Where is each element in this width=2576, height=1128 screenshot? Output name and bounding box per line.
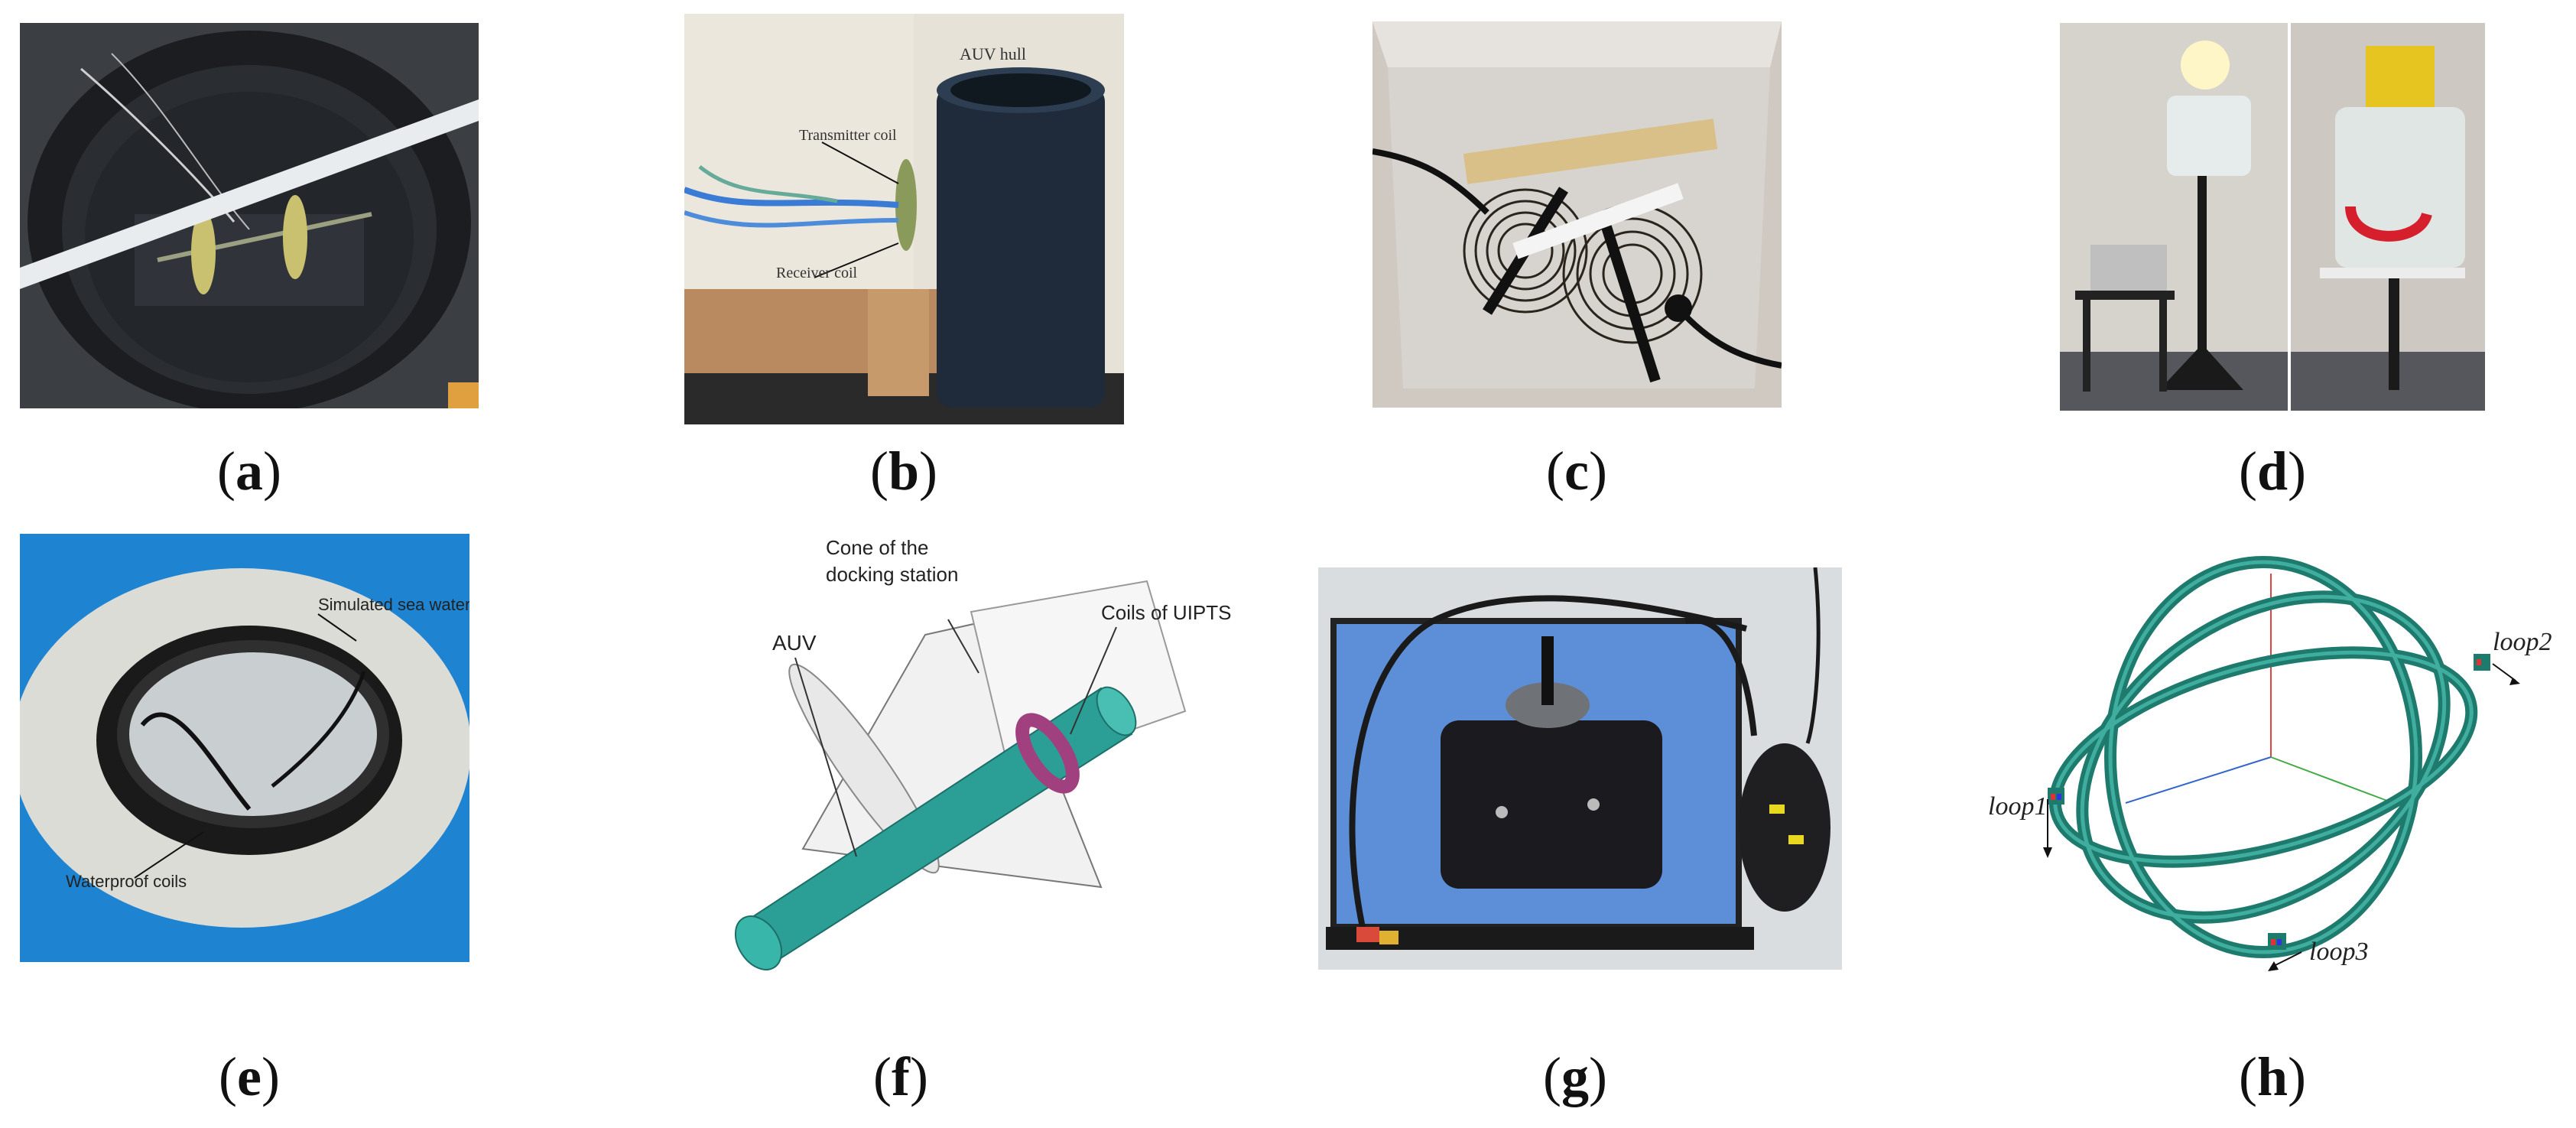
caption-c: (c) bbox=[1546, 440, 1607, 502]
photo-d-lamp-stand-setup bbox=[2060, 23, 2485, 411]
caption-g: (g) bbox=[1543, 1046, 1607, 1107]
caption-d: (d) bbox=[2238, 440, 2306, 502]
photo-c-graphic bbox=[1372, 21, 1782, 408]
cone-label-line1: Cone of the bbox=[826, 536, 928, 559]
photo-a-graphic bbox=[20, 23, 479, 408]
transmitter-coil-label: Transmitter coil bbox=[799, 127, 897, 144]
photo-e-graphic: Simulated sea water Waterproof coils bbox=[20, 534, 469, 962]
uipts-coils-label: Coils of UIPTS bbox=[1101, 601, 1232, 624]
cone-label-line2: docking station bbox=[826, 563, 958, 586]
photo-e-waterproof-coils: Simulated sea water Waterproof coils bbox=[20, 534, 469, 962]
loop2-label: loop2 bbox=[2493, 628, 2552, 656]
auv-label: AUV bbox=[772, 631, 817, 655]
caption-h: (h) bbox=[2238, 1046, 2306, 1107]
caption-b: (b) bbox=[869, 440, 937, 502]
diagram-f-graphic: AUV Cone of the docking station Coils of… bbox=[673, 528, 1239, 971]
photo-g-tank-cylinder bbox=[1318, 567, 1842, 970]
diagram-h-three-loop-coil: loop1 loop2 loop3 bbox=[1965, 528, 2576, 1017]
photo-d-graphic bbox=[2060, 23, 2485, 411]
caption-f: (f) bbox=[873, 1046, 928, 1107]
loop3-label: loop3 bbox=[2309, 938, 2368, 966]
diagram-f-auv-docking-cone: AUV Cone of the docking station Coils of… bbox=[673, 528, 1239, 971]
photo-c-tank-spiral-coils bbox=[1372, 21, 1782, 408]
waterproof-coils-label: Waterproof coils bbox=[66, 872, 187, 891]
photo-a-cylinder-coils bbox=[20, 23, 479, 408]
loop1-label: loop1 bbox=[1988, 792, 2047, 821]
auv-hull-label: AUV hull bbox=[960, 44, 1026, 63]
photo-g-graphic bbox=[1318, 567, 1842, 970]
caption-e: (e) bbox=[219, 1046, 280, 1107]
receiver-coil-label: Receiver coil bbox=[776, 265, 857, 281]
caption-a: (a) bbox=[217, 440, 281, 502]
diagram-h-graphic: loop1 loop2 loop3 bbox=[1965, 528, 2576, 1017]
photo-b-auv-hull: AUV hull Transmitter coil Receiver coil bbox=[684, 14, 1124, 424]
sea-water-label: Simulated sea water bbox=[318, 595, 469, 614]
photo-b-graphic: AUV hull Transmitter coil Receiver coil bbox=[684, 14, 1124, 424]
